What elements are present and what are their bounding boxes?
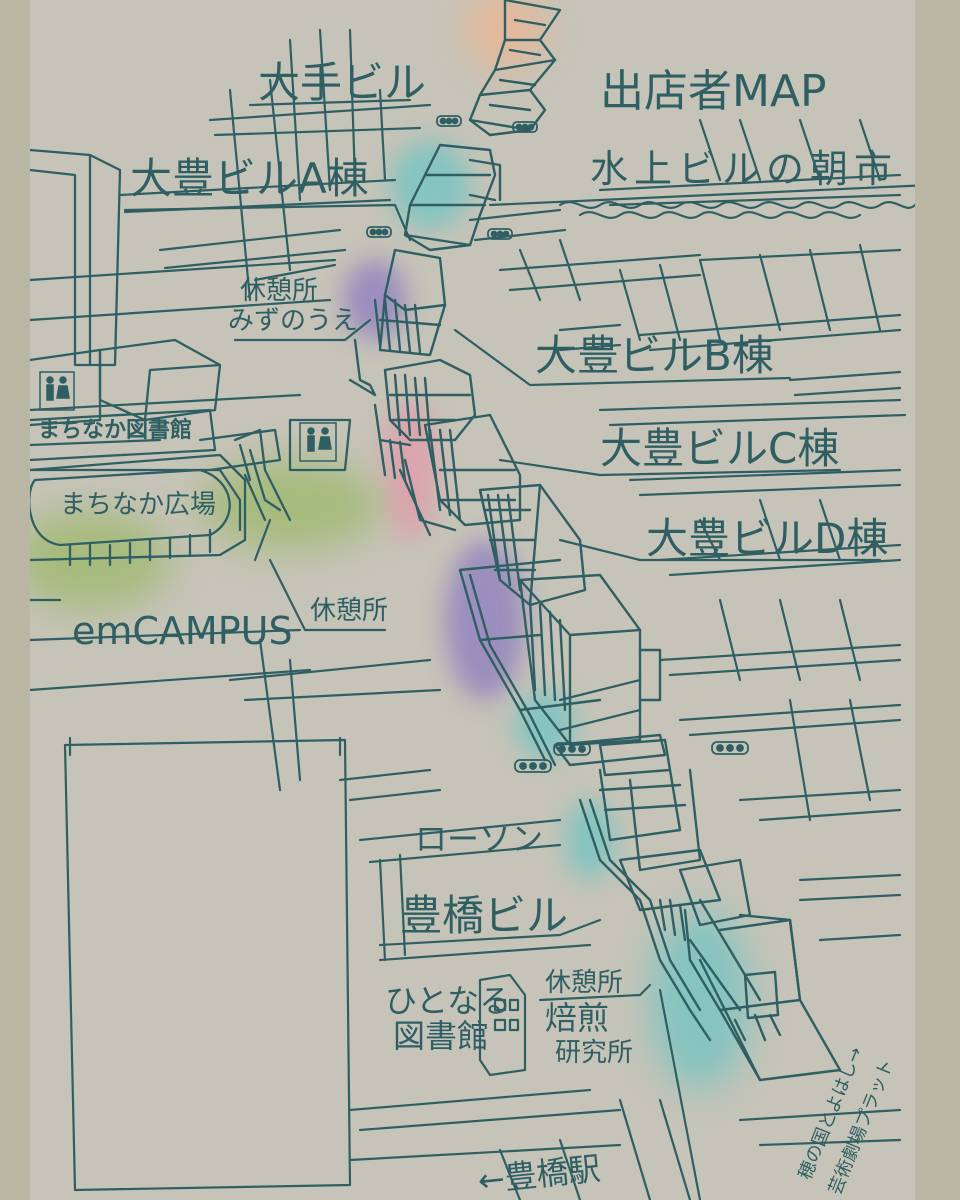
label-rest-emcampus: 休憩所 bbox=[310, 596, 389, 626]
map-subtitle: 水上ビルの朝市 bbox=[590, 147, 899, 191]
label-hitonaru-1: ひとなる bbox=[385, 982, 512, 1020]
label-hitonaru-2: 図書館 bbox=[393, 1017, 490, 1055]
traffic-light-icon bbox=[366, 115, 749, 773]
wave-underline bbox=[558, 201, 917, 209]
label-toyo-d: 大豊ビルD棟 bbox=[646, 514, 889, 563]
label-rest-mizunoue-2: みずのうえ bbox=[228, 306, 359, 336]
left-buildings bbox=[28, 148, 352, 567]
hitonaru-building bbox=[478, 973, 527, 1077]
label-rest-roast-1: 休憩所 bbox=[545, 968, 624, 998]
label-lawson: ローソン bbox=[415, 820, 544, 858]
frame-right bbox=[915, 0, 960, 1200]
leader-lines bbox=[28, 98, 882, 1002]
restroom-icon bbox=[39, 371, 337, 462]
label-plaza: まちなか広場 bbox=[60, 490, 217, 520]
map-title: 出店者MAP bbox=[600, 66, 827, 117]
label-toyo-b: 大豊ビルB棟 bbox=[535, 331, 774, 380]
arcade-buildings bbox=[348, 0, 842, 1082]
label-ote-building: 大手ビル bbox=[258, 58, 427, 107]
frame-left bbox=[0, 0, 30, 1200]
label-toyo-a: 大豊ビルA棟 bbox=[130, 154, 369, 203]
label-rest-mizunoue-1: 休憩所 bbox=[240, 276, 319, 306]
label-emcampus: emCAMPUS bbox=[72, 609, 293, 653]
label-toyo-c: 大豊ビルC棟 bbox=[600, 424, 840, 473]
label-library: まちなか図書館 bbox=[38, 418, 193, 443]
large-block bbox=[63, 736, 352, 1192]
label-rest-roast-2: 焙煎 bbox=[545, 999, 610, 1037]
road-grid bbox=[28, 28, 932, 1200]
label-toyohashi-building: 豊橋ビル bbox=[400, 891, 569, 940]
label-rest-roast-3: 研究所 bbox=[555, 1038, 634, 1068]
